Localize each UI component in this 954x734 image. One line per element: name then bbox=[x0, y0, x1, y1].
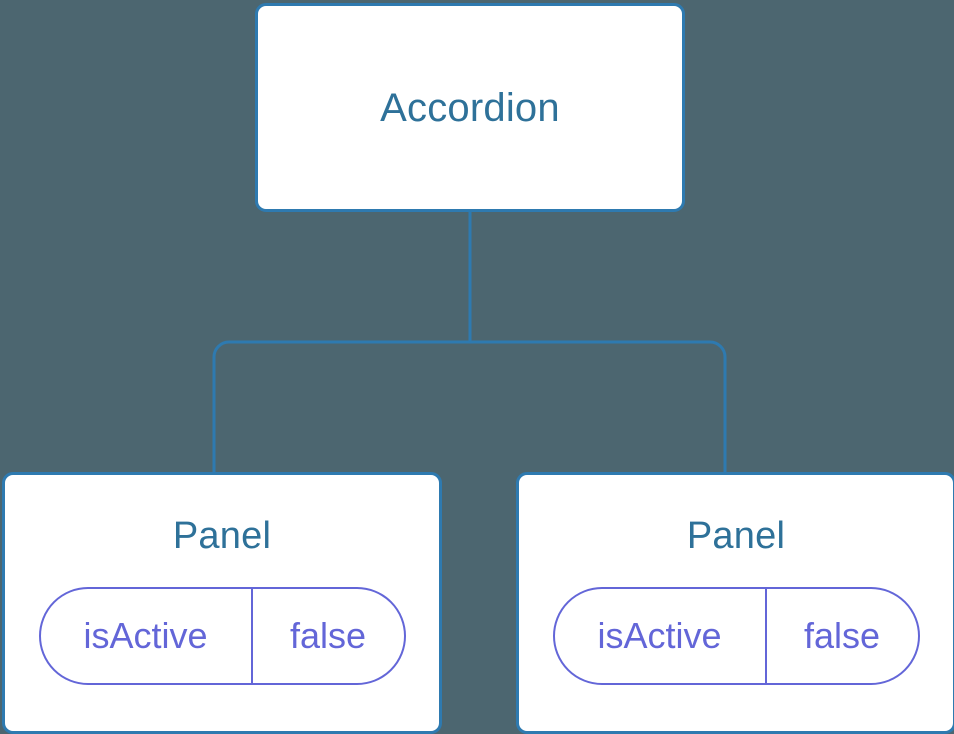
node-accordion[interactable]: Accordion bbox=[255, 3, 685, 212]
prop-badge-isactive-1[interactable]: isActive false bbox=[38, 587, 406, 685]
connector-branch-left bbox=[212, 340, 470, 476]
node-panel-2[interactable]: Panel isActive false bbox=[516, 472, 954, 734]
prop-value: false bbox=[803, 615, 881, 656]
node-panel-1-label: Panel bbox=[172, 515, 272, 557]
connector-branch-right bbox=[470, 340, 727, 476]
prop-badge-isactive-2[interactable]: isActive false bbox=[552, 587, 920, 685]
prop-key: isActive bbox=[41, 589, 253, 683]
node-accordion-label: Accordion bbox=[380, 85, 560, 130]
node-panel-2-label: Panel bbox=[686, 515, 786, 557]
prop-value: false bbox=[289, 615, 367, 656]
node-panel-1[interactable]: Panel isActive false bbox=[2, 472, 442, 734]
prop-key: isActive bbox=[555, 589, 767, 683]
